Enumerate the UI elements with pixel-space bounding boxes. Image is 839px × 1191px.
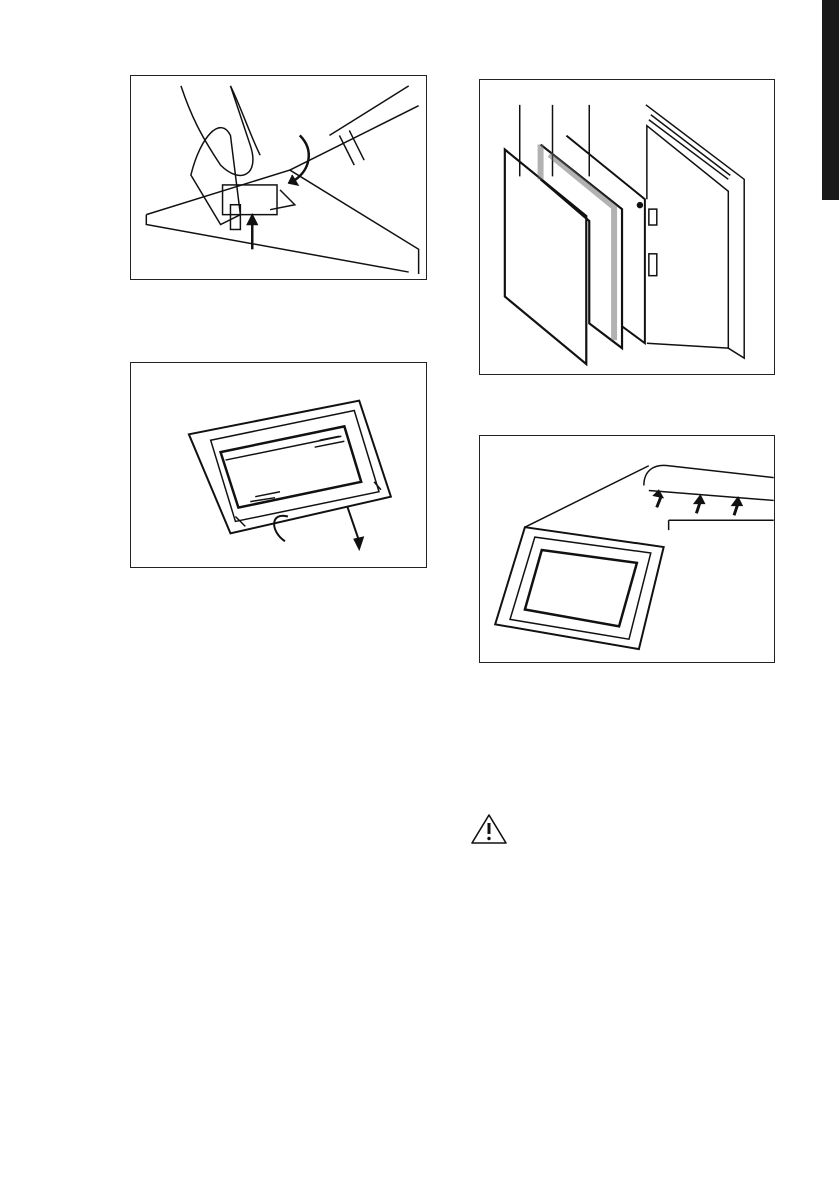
chapter-tab-bar (822, 0, 839, 200)
warning-triangle-icon (469, 812, 509, 846)
figure-door-trim-removal (130, 362, 427, 568)
figure-hinge-lever (130, 75, 427, 280)
figure-glass-panels-exploded (479, 79, 775, 375)
figure-door-trim-reinstall (479, 435, 775, 663)
